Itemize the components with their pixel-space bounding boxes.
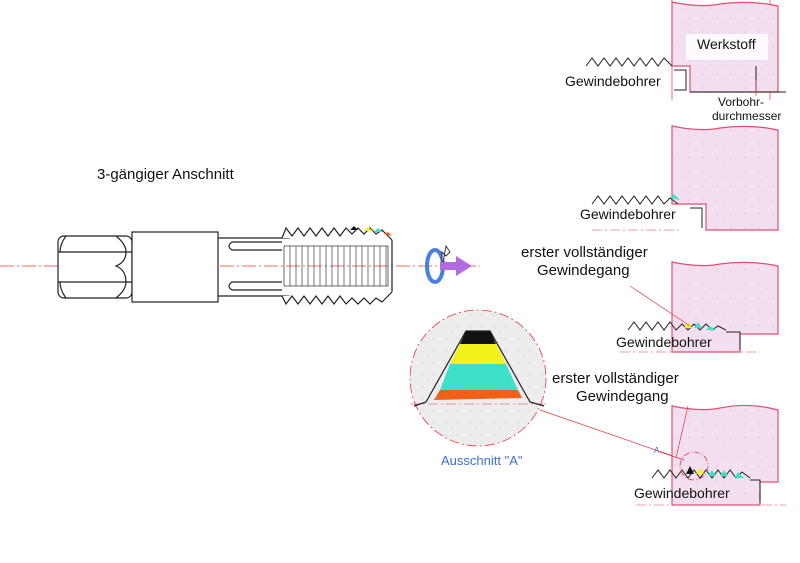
- first-thread-label-a-line2: Gewindegang: [537, 262, 630, 279]
- predrill-label-line2: durchmesser: [712, 109, 782, 123]
- detail-a-label: Ausschnitt "A": [441, 453, 523, 468]
- stage-panel-3: [620, 261, 779, 353]
- stage-panel-4: [636, 404, 786, 506]
- tap-label-1: Gewindebohrer: [565, 73, 661, 89]
- detail-leader: [539, 409, 677, 458]
- material-label: Werkstoff: [697, 36, 756, 52]
- first-thread-label-b-line1: erster vollständiger: [552, 370, 679, 387]
- first-thread-label-b-line2: Gewindegang: [576, 388, 669, 405]
- tap-label-3: Gewindebohrer: [616, 334, 712, 350]
- detail-marker-label: A: [654, 446, 660, 455]
- detail-a-view: [409, 309, 547, 447]
- tap-label-4: Gewindebohrer: [634, 485, 730, 501]
- tap-drawing: [0, 226, 480, 306]
- tap-label-2: Gewindebohrer: [580, 206, 676, 222]
- predrill-label-line1: Vorbohr-: [718, 95, 765, 109]
- stage-panel-1: [585, 0, 786, 100]
- stage-panel-2: [591, 125, 779, 231]
- chamfer-teeth: [350, 226, 392, 236]
- first-thread-label-a-line1: erster vollständiger: [521, 244, 648, 261]
- feed-arrow-icon: [440, 256, 472, 276]
- title-label: 3-gängiger Anschnitt: [97, 166, 234, 183]
